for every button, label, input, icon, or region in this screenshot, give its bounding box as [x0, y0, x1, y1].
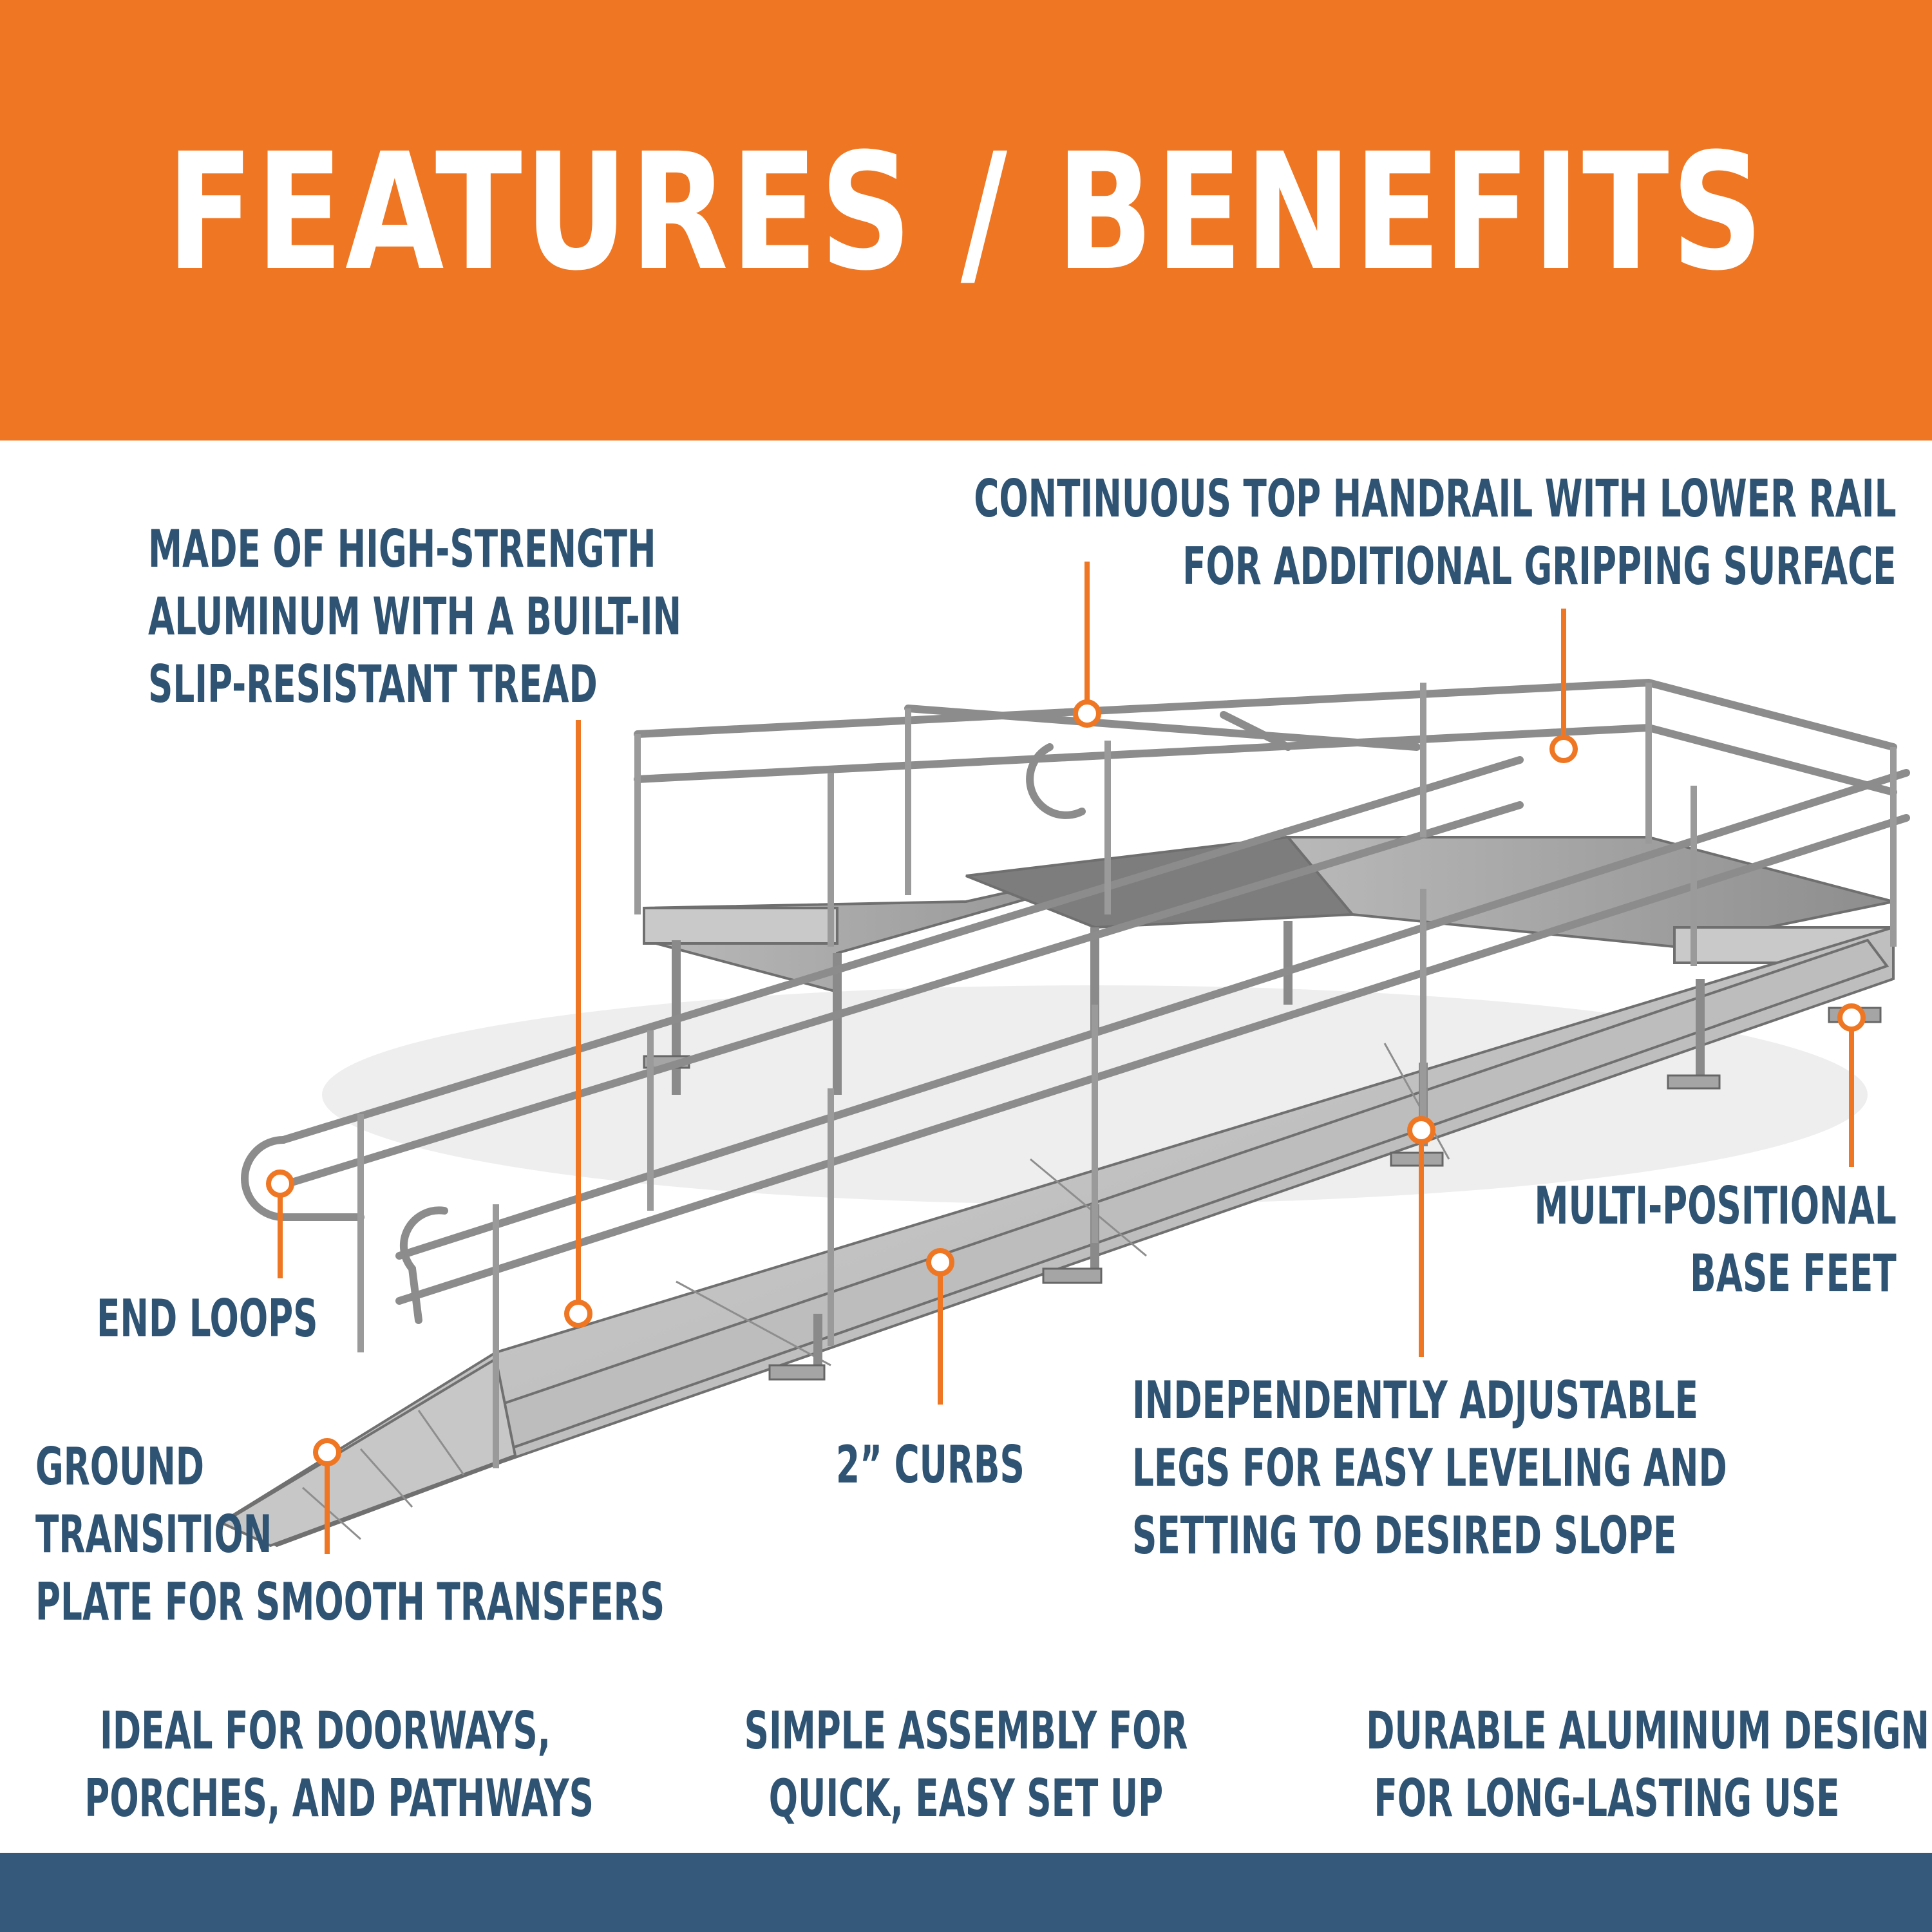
- callout-handrail: CONTINUOUS TOP HANDRAIL WITH LOWER RAIL …: [974, 469, 1897, 596]
- rail-posts: [357, 683, 1897, 1468]
- callout-material: MADE OF HIGH-STRENGTH ALUMINUM WITH A BU…: [148, 519, 682, 714]
- callout-ground-plate: GROUND TRANSITION PLATE FOR SMOOTH TRANS…: [35, 1437, 665, 1632]
- upper-platform: [643, 835, 1895, 994]
- footer-bar: [0, 1853, 1932, 1932]
- benefit-durable: DURABLE ALUMINUM DESIGN FOR LONG-LASTING…: [1366, 1701, 1929, 1828]
- callout-leaders: [266, 562, 1866, 1554]
- callout-curbs: 2” CURBS: [836, 1435, 1025, 1495]
- benefit-assembly: SIMPLE ASSEMBLY FOR QUICK, EASY SET UP: [744, 1701, 1188, 1828]
- callout-end-loops: END LOOPS: [97, 1289, 318, 1349]
- callout-base-feet: MULTI-POSITIONAL BASE FEET: [1534, 1176, 1897, 1303]
- tread-seams: [302, 1043, 1450, 1540]
- header-banner: FEATURES / BENEFITS: [0, 0, 1932, 440]
- benefit-doorways: IDEAL FOR DOORWAYS, PORCHES, AND PATHWAY…: [84, 1701, 594, 1828]
- callout-legs: INDEPENDENTLY ADJUSTABLE LEGS FOR EASY L…: [1132, 1370, 1727, 1566]
- page-title: FEATURES / BENEFITS: [166, 118, 1766, 306]
